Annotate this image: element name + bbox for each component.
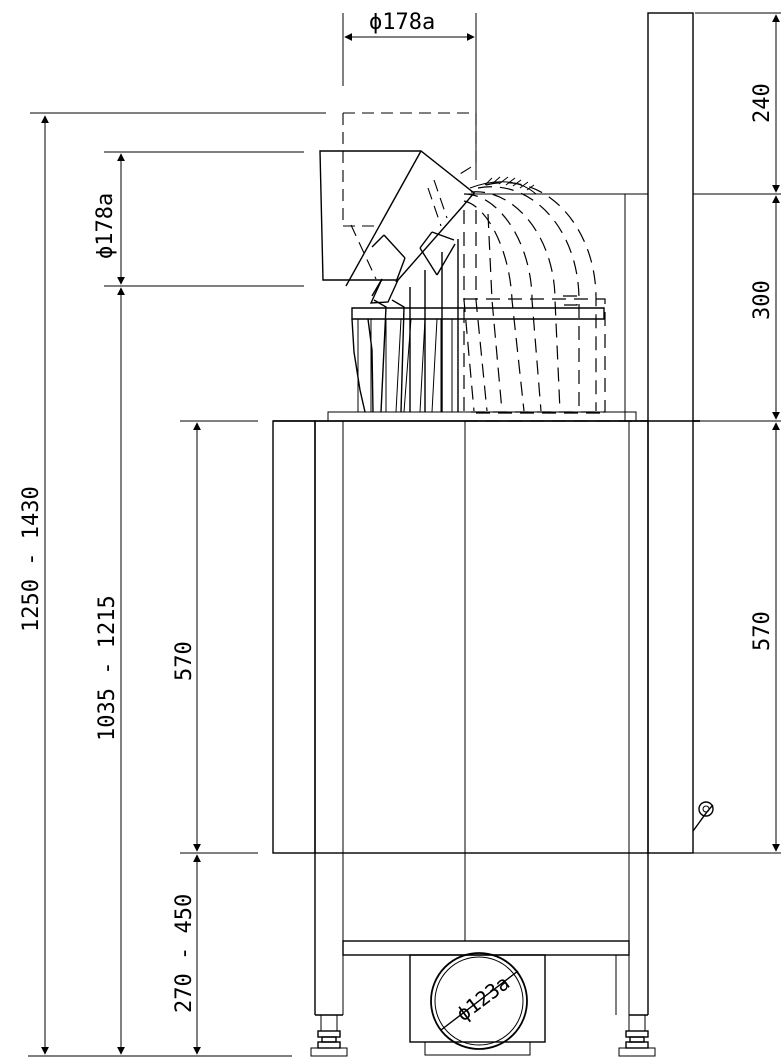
leg-height-label: 270 - 450	[172, 894, 197, 1013]
table-height-label: 1035 - 1215	[95, 595, 120, 741]
overall-height-label: 1250 - 1430	[19, 486, 44, 632]
bottom-diameter-label: ϕ123a	[452, 971, 515, 1026]
machine-body	[272, 12, 714, 1057]
left-body-height-label: 570	[172, 641, 197, 681]
basket-assembly	[319, 112, 648, 422]
dimension-lines	[28, 12, 781, 1057]
right-middle-label: 300	[750, 280, 775, 320]
top-diameter-label: ϕ178a	[369, 10, 435, 35]
side-diameter-label: ϕ178a	[93, 193, 118, 259]
drain-circle	[430, 952, 528, 1050]
right-top-label: 240	[750, 83, 775, 123]
dimension-texts: ϕ178a ϕ178a 1250 - 1430 1035 - 1215 570 …	[19, 10, 775, 1026]
right-body-label: 570	[750, 611, 775, 651]
